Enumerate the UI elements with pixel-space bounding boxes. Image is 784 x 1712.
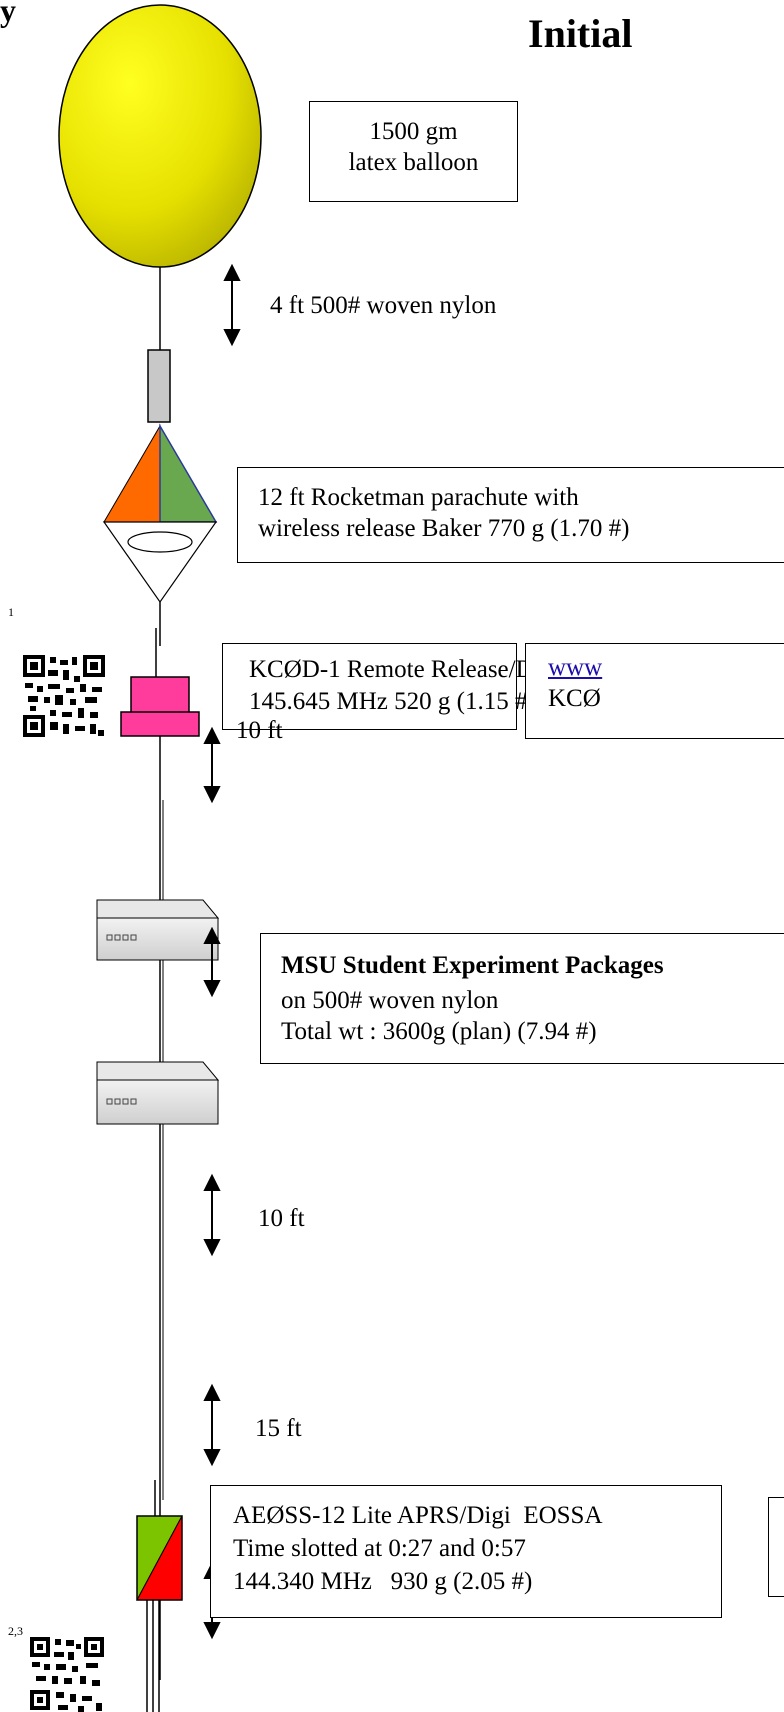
parachute-line1: 12 ft Rocketman parachute with xyxy=(258,484,579,511)
release-label-box: KCØD-1 Remote Release/DF 145.645 MHz 520… xyxy=(222,643,548,730)
arrow-4ft xyxy=(223,263,241,347)
experiment-box-2-top xyxy=(96,1061,220,1081)
arrow-10ft-release xyxy=(203,726,221,804)
arrow-10ft-lower xyxy=(203,1173,221,1257)
balloon-label-line1: 1500 gm xyxy=(369,118,458,145)
student-label-box: MSU Student Experiment Packages on 500# … xyxy=(260,933,784,1064)
spacing-15ft-label: 15 ft xyxy=(255,1415,302,1442)
parachute-left-panel xyxy=(103,424,161,523)
aprs-side-box xyxy=(768,1497,784,1597)
parachute-ring xyxy=(127,531,193,553)
aprs-marker: 2,3 xyxy=(8,1624,23,1638)
release-side-box: www KCØ xyxy=(525,643,784,739)
balloon xyxy=(58,4,262,268)
aprs-line1: AEØSS-12 Lite APRS/Digi EOSSA xyxy=(233,1502,603,1529)
arrow-between-boxes xyxy=(203,926,221,998)
swivel-connector xyxy=(147,349,171,423)
aprs-label-box: AEØSS-12 Lite APRS/Digi EOSSA Time slott… xyxy=(210,1485,722,1618)
release-side-link[interactable]: www xyxy=(548,654,603,681)
qr-code-1 xyxy=(23,655,105,737)
parachute-shroud xyxy=(102,521,218,604)
balloon-label-line2: latex balloon xyxy=(348,149,479,176)
experiment-box-2-buttons xyxy=(106,1098,137,1105)
page-title: Initial xyxy=(528,11,633,56)
parachute-label-box: 12 ft Rocketman parachute with wireless … xyxy=(237,467,784,563)
student-line3: Total wt : 3600g (plan) (7.94 #) xyxy=(281,1018,597,1045)
release-unit-base xyxy=(120,711,200,737)
parachute-line2: wireless release Baker 770 g (1.70 #) xyxy=(258,515,630,542)
release-marker: 1 xyxy=(8,605,14,619)
release-unit-top xyxy=(130,676,190,714)
release-line2: 145.645 MHz 520 g (1.15 #) xyxy=(249,688,536,715)
experiment-box-1-buttons xyxy=(106,934,137,941)
arrow-15ft xyxy=(203,1383,221,1467)
parachute-right-panel xyxy=(159,423,218,523)
release-side-text: KCØ xyxy=(548,685,601,712)
release-spacing-label: 10 ft xyxy=(236,717,283,744)
qr-code-2 xyxy=(30,1637,106,1712)
tether-label: 4 ft 500# woven nylon xyxy=(270,292,497,319)
aprs-line2: Time slotted at 0:27 and 0:57 xyxy=(233,1535,526,1562)
experiment-box-2 xyxy=(96,1079,219,1125)
page-fragment: y xyxy=(0,0,16,28)
experiment-box-1 xyxy=(96,917,219,961)
aprs-line3: 144.340 MHz 930 g (2.05 #) xyxy=(233,1568,533,1595)
student-line2: on 500# woven nylon xyxy=(281,987,499,1014)
aprs-antennas xyxy=(146,1600,160,1712)
student-title: MSU Student Experiment Packages xyxy=(281,952,664,979)
spacing-10ft-label: 10 ft xyxy=(258,1205,305,1232)
balloon-label-box: 1500 gm latex balloon xyxy=(309,101,518,202)
release-line1: KCØD-1 Remote Release/DF xyxy=(249,656,548,683)
experiment-box-1-top xyxy=(96,899,220,919)
